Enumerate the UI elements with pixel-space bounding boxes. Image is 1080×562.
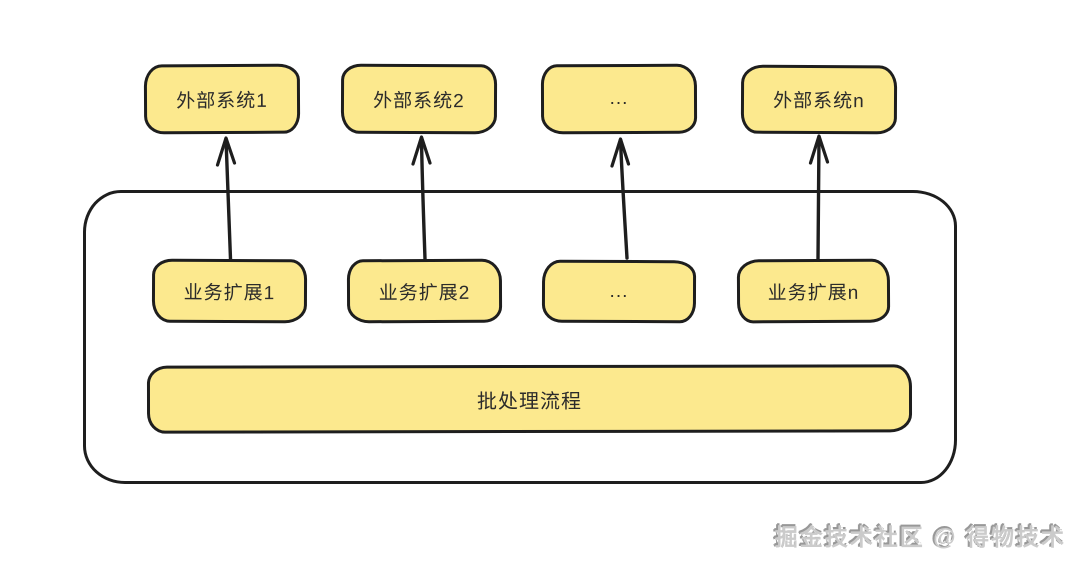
watermark-text: 掘金技术社区 @ 得物技术 <box>774 524 1066 550</box>
node-label: 外部系统2 <box>373 90 465 112</box>
node-business-extension-2: 业务扩展2 <box>346 258 503 324</box>
node-label: 业务扩展n <box>767 282 860 304</box>
node-business-extension-n: 业务扩展n <box>736 258 891 324</box>
node-external-system-ellipsis: ... <box>540 63 698 135</box>
node-label: 业务扩展2 <box>378 282 471 304</box>
node-external-system-1: 外部系统1 <box>143 63 301 135</box>
node-external-system-n: 外部系统n <box>740 64 898 135</box>
node-business-extension-1: 业务扩展1 <box>151 258 308 324</box>
node-external-system-2: 外部系统2 <box>340 63 498 135</box>
arrow-up-2 <box>411 135 432 261</box>
arrow-up-1 <box>215 136 237 261</box>
node-label: 外部系统1 <box>176 90 268 112</box>
batch-process-container-frame <box>83 190 957 484</box>
node-label: ... <box>609 87 629 110</box>
node-label: ... <box>609 280 629 302</box>
node-batch-process-flow: 批处理流程 <box>146 364 913 434</box>
node-label: 外部系统n <box>773 90 865 113</box>
node-label: 业务扩展1 <box>183 282 276 304</box>
arrow-up-3 <box>610 137 631 260</box>
node-business-extension-ellipsis: ... <box>541 259 697 324</box>
node-label: 批处理流程 <box>476 390 583 413</box>
arrow-up-4 <box>808 134 830 261</box>
